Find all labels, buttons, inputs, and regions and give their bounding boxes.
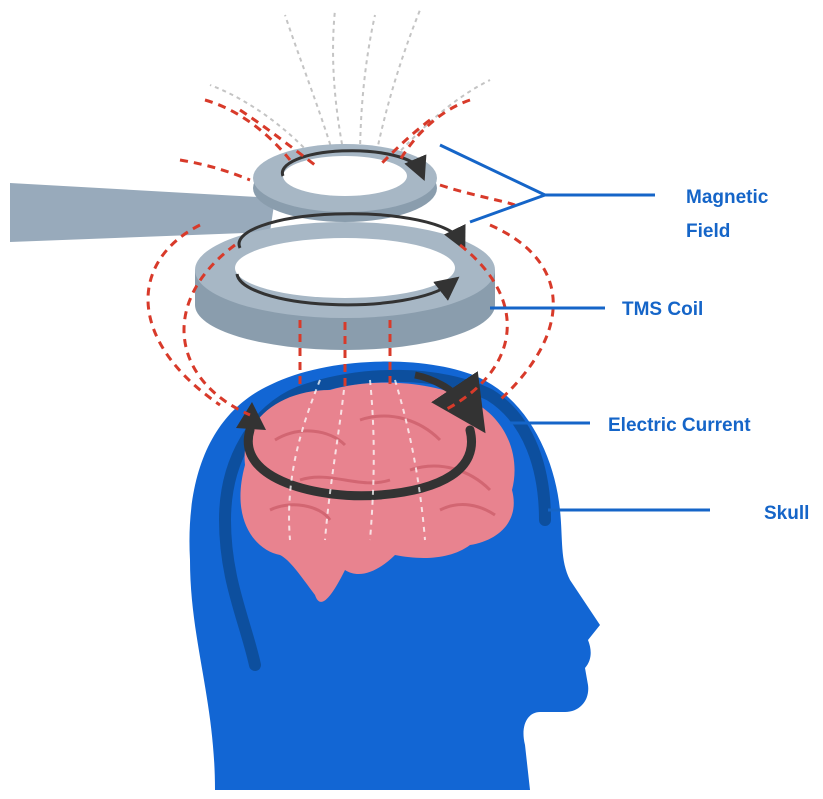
- small-coil: [253, 144, 437, 222]
- coil-handle: [10, 183, 275, 242]
- upper-field-lines: [210, 10, 490, 165]
- tms-coil-label: TMS Coil: [622, 299, 703, 320]
- skull-label: Skull: [764, 503, 809, 524]
- magnetic-field-label-2: Field: [686, 221, 730, 242]
- electric-current-label: Electric Current: [608, 415, 751, 436]
- magnetic-field-label-1: Magnetic: [686, 187, 769, 208]
